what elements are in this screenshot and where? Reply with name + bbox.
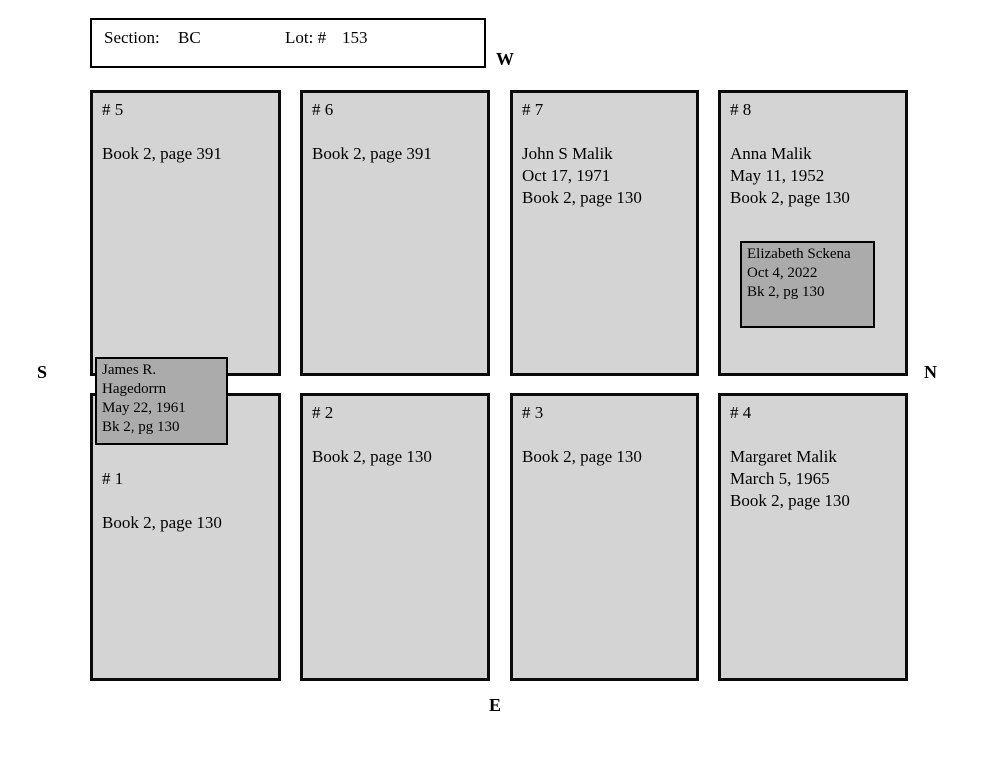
plot-8-number: # 8 [730,100,752,119]
plot-6-record: Book 2, page 391 [312,143,478,165]
plot-8: # 8 Anna Malik May 11, 1952 Book 2, page… [718,90,908,376]
plot-6-number: # 6 [312,100,334,119]
plot-record-line: Book 2, page 391 [312,144,432,163]
compass-east-label: E [489,695,502,715]
compass-south-label: S [37,362,48,382]
plot-record-line: Book 2, page 391 [102,144,222,163]
occupant-name: Anna Malik [730,144,812,163]
james-hagedorrn-marker: James R. Hagedorrn May 22, 1961 Bk 2, pg… [95,357,228,445]
plot-2-number: # 2 [312,403,334,422]
marker-name-line2: Hagedorrn [102,381,167,397]
lot-value: 153 [342,28,368,47]
marker-date: Oct 4, 2022 [747,265,818,281]
plot-record-line: Book 2, page 130 [522,447,642,466]
plot-7-number: # 7 [522,100,544,119]
compass-north-label: N [924,362,937,382]
compass-west-label: W [496,49,514,69]
section-lot-header: Section: BC Lot: # 153 [90,18,486,68]
plot-3-record: Book 2, page 130 [522,446,687,468]
occupant-date: Oct 17, 1971 [522,166,611,185]
plot-7-record: John S Malik Oct 17, 1971 Book 2, page 1… [522,143,687,209]
occupant-name: Margaret Malik [730,447,837,466]
plot-4-record: Margaret Malik March 5, 1965 Book 2, pag… [730,446,896,512]
plot-record-line: Book 2, page 130 [312,447,432,466]
plot-record-line: Book 2, page 130 [102,513,222,532]
marker-date: May 22, 1961 [102,400,186,416]
plot-8-record: Anna Malik May 11, 1952 Book 2, page 130 [730,143,896,209]
plot-record-line: Book 2, page 130 [730,188,850,207]
plot-4-number: # 4 [730,403,752,422]
lot-label: Lot: # [285,28,327,47]
occupant-date: May 11, 1952 [730,166,825,185]
marker-name-line1: James R. [102,362,157,378]
plot-3-number: # 3 [522,403,544,422]
plot-record-line: Book 2, page 130 [522,188,642,207]
marker-record: Bk 2, pg 130 [102,419,180,435]
elizabeth-sckena-marker: Elizabeth Sckena Oct 4, 2022 Bk 2, pg 13… [740,241,875,328]
marker-record: Bk 2, pg 130 [747,284,825,300]
plot-1-number: # 1 [102,469,124,488]
section-label: Section: [104,28,160,47]
plot-2-record: Book 2, page 130 [312,446,478,468]
plot-7: # 7 John S Malik Oct 17, 1971 Book 2, pa… [510,90,699,376]
marker-name: Elizabeth Sckena [747,246,851,262]
plot-6: # 6 Book 2, page 391 [300,90,490,376]
plot-4: # 4 Margaret Malik March 5, 1965 Book 2,… [718,393,908,681]
plot-record-line: Book 2, page 130 [730,491,850,510]
plot-5-number: # 5 [102,100,124,119]
occupant-name: John S Malik [522,144,613,163]
plot-5: # 5 Book 2, page 391 [90,90,281,376]
plot-2: # 2 Book 2, page 130 [300,393,490,681]
section-value: BC [178,28,201,47]
occupant-date: March 5, 1965 [730,469,830,488]
plot-1-record: Book 2, page 130 [102,512,269,534]
plot-5-record: Book 2, page 391 [102,143,269,165]
plot-3: # 3 Book 2, page 130 [510,393,699,681]
